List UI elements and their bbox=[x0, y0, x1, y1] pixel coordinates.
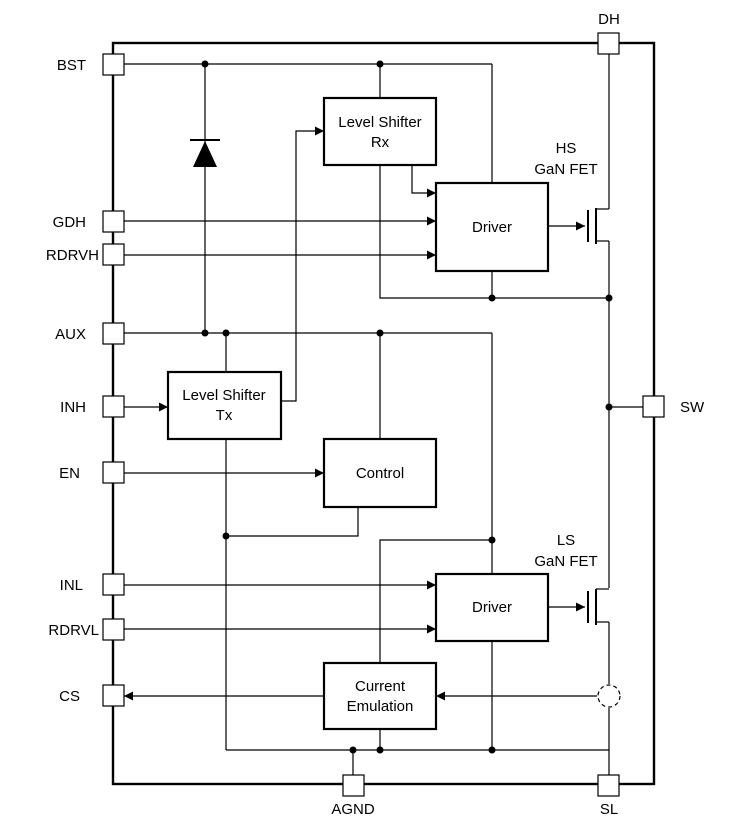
pin-sw: SW bbox=[642, 395, 705, 418]
pin-sl: SL bbox=[597, 774, 620, 818]
pin-aux-label: AUX bbox=[55, 326, 86, 343]
current-emulation-line1: Current bbox=[355, 678, 406, 695]
pin-rdrvh-label: RDRVH bbox=[46, 247, 99, 264]
level-shifter-tx-line1: Level Shifter bbox=[182, 387, 265, 404]
pin-sw-label: SW bbox=[680, 399, 705, 416]
pin-cs: CS bbox=[59, 684, 125, 707]
level-shifter-tx-line2: Tx bbox=[216, 407, 233, 424]
junction-dots bbox=[201, 60, 613, 754]
pin-dh-label: DH bbox=[598, 11, 620, 28]
pin-cs-label: CS bbox=[59, 688, 80, 705]
pin-agnd: AGND bbox=[331, 774, 375, 818]
pin-inh: INH bbox=[60, 395, 125, 418]
driver-high-block: Driver bbox=[434, 181, 550, 273]
pin-inl: INL bbox=[60, 573, 125, 596]
level-shifter-rx-block: Level Shifter Rx bbox=[322, 96, 438, 167]
pin-rdrvh: RDRVH bbox=[46, 243, 125, 266]
pin-agnd-label: AGND bbox=[331, 801, 375, 818]
pin-en-label: EN bbox=[59, 465, 80, 482]
ls-fet-label-line2: GaN FET bbox=[534, 553, 597, 570]
level-shifter-rx-line1: Level Shifter bbox=[338, 114, 421, 131]
pin-rdrvl-label: RDRVL bbox=[48, 622, 99, 639]
control-label: Control bbox=[356, 465, 404, 482]
driver-low-block: Driver bbox=[434, 572, 550, 643]
hs-gan-fet-symbol bbox=[587, 208, 609, 244]
level-shifter-tx-block: Level Shifter Tx bbox=[166, 370, 283, 441]
ls-gan-fet-symbol bbox=[587, 588, 609, 625]
pin-en: EN bbox=[59, 461, 125, 484]
pin-sl-label: SL bbox=[600, 801, 618, 818]
pin-gdh: GDH bbox=[53, 210, 125, 233]
ls-fet-label-line1: LS bbox=[557, 532, 575, 549]
pin-inh-label: INH bbox=[60, 399, 86, 416]
current-sense-symbol bbox=[597, 684, 621, 708]
pin-gdh-label: GDH bbox=[53, 214, 86, 231]
pin-dh: DH bbox=[597, 11, 620, 55]
current-emulation-block: Current Emulation bbox=[322, 661, 438, 731]
current-emulation-line2: Emulation bbox=[347, 698, 414, 715]
pin-bst-label: BST bbox=[57, 57, 86, 74]
bootstrap-diode bbox=[190, 139, 220, 167]
driver-low-label: Driver bbox=[472, 599, 512, 616]
hs-fet-label-line1: HS bbox=[556, 140, 577, 157]
pin-rdrvl: RDRVL bbox=[48, 618, 125, 641]
hs-fet-label-line2: GaN FET bbox=[534, 161, 597, 178]
driver-high-label: Driver bbox=[472, 219, 512, 236]
pin-aux: AUX bbox=[55, 322, 125, 345]
pin-bst: BST bbox=[57, 53, 125, 76]
control-block: Control bbox=[322, 437, 438, 509]
level-shifter-rx-line2: Rx bbox=[371, 134, 390, 151]
pin-inl-label: INL bbox=[60, 577, 83, 594]
